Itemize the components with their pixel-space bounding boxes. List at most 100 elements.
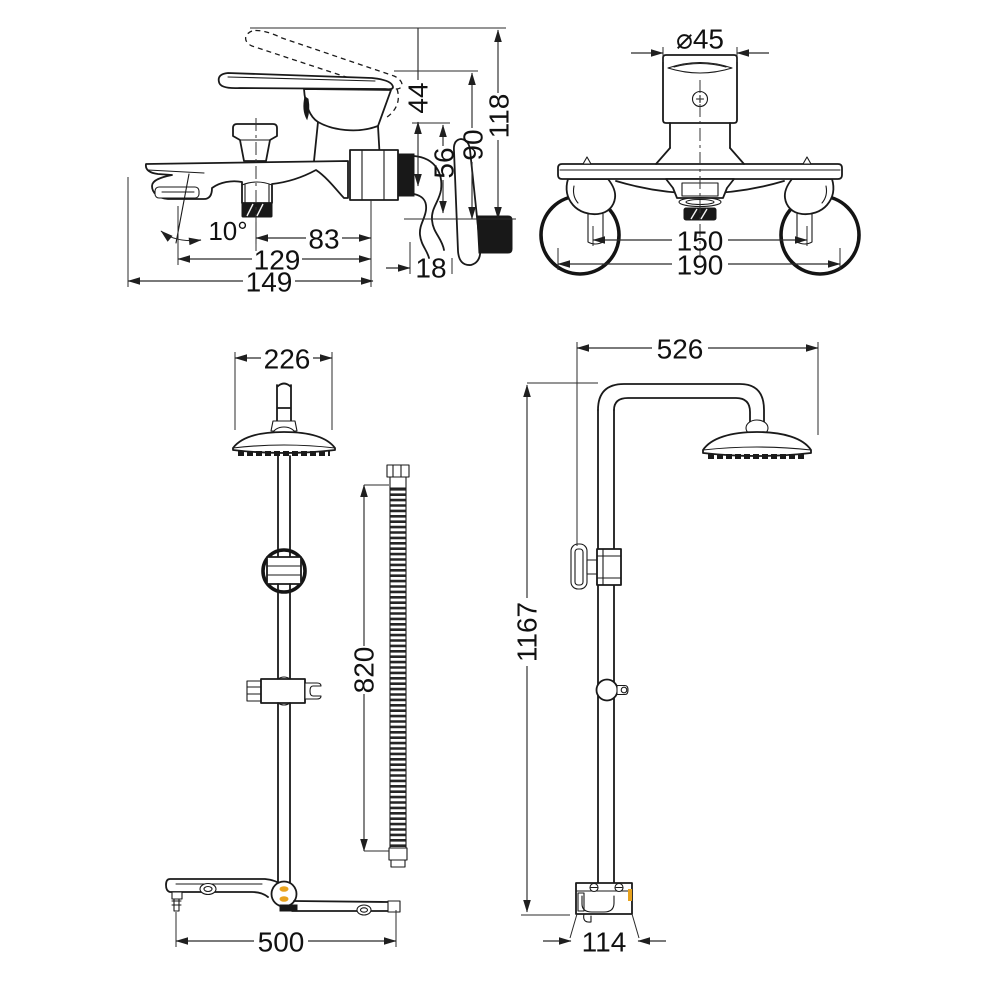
wall-pipe xyxy=(476,215,513,254)
deck-edge-line xyxy=(147,169,205,174)
bracket-gold-mark xyxy=(628,889,632,901)
dim-lever-lift-label: 44 xyxy=(403,82,434,113)
s-union-pipe xyxy=(413,193,430,259)
shower-head-front xyxy=(702,431,812,457)
dim-column-height-label: 1167 xyxy=(512,602,543,662)
s-union-pipe xyxy=(413,155,445,251)
diverter-knob-front xyxy=(595,678,619,702)
outlet-collar xyxy=(241,181,273,204)
dim-wall-offset-label: 18 xyxy=(415,253,446,284)
dim-total-height-label: 118 xyxy=(484,94,515,139)
ext-line xyxy=(569,913,640,939)
dim-spout-angle-label: 10° xyxy=(208,216,247,246)
shelf-screw xyxy=(199,882,217,896)
flange-inner xyxy=(574,548,584,586)
ext-line xyxy=(234,352,333,430)
shelf-lower-bar xyxy=(291,900,389,912)
column-inner xyxy=(613,397,751,425)
inlet-fitting xyxy=(171,891,183,900)
nut-facets xyxy=(392,464,402,478)
hose-top-ferrule xyxy=(389,476,407,489)
holder-body xyxy=(260,678,306,704)
shelf-screw-inner xyxy=(203,885,213,893)
handle-gap-shadow xyxy=(303,96,310,121)
diverter-knob xyxy=(232,123,278,162)
neck-flare xyxy=(655,147,745,165)
shelf-upper-bar xyxy=(165,878,282,898)
bracket-side-plate xyxy=(577,892,585,912)
shower-head-side xyxy=(232,431,336,454)
column-outer xyxy=(597,383,765,425)
right-union-shoe xyxy=(783,178,835,216)
dim-inlet-spacing-label: 150 xyxy=(677,226,724,257)
riser-pipe xyxy=(277,583,291,680)
joint-gold-mark xyxy=(279,886,289,892)
dim-head-width-label: 226 xyxy=(264,344,311,375)
dim-spout-to-wall-label: 129 xyxy=(254,245,301,276)
ext-line xyxy=(521,382,598,916)
holder-cradle xyxy=(581,895,615,913)
inlet-pipe xyxy=(171,898,182,912)
ring-hatch xyxy=(690,208,708,220)
wall-nut xyxy=(349,149,399,201)
hose-top-nut xyxy=(386,464,410,478)
shoe-inner-arc xyxy=(821,185,828,204)
bracket-foot-hook xyxy=(583,913,592,923)
holder-hook xyxy=(304,682,322,700)
bracket-flange xyxy=(570,543,588,590)
riser-pipe xyxy=(277,702,291,885)
head-edge-line xyxy=(232,444,336,449)
head-arm xyxy=(276,382,292,422)
bracket-clamp xyxy=(266,556,302,585)
handle-lens-inner xyxy=(673,62,727,68)
holder-plate-lines xyxy=(246,686,262,695)
screw-boss xyxy=(802,156,812,165)
dim-bracket-width-label: 114 xyxy=(582,927,627,958)
holder-plate xyxy=(246,680,262,702)
hose-bottom-tip xyxy=(390,859,406,868)
lever-handle xyxy=(217,72,394,91)
handle-lens xyxy=(667,62,733,74)
view-column-side: 226 820 500 xyxy=(165,344,410,958)
view-mixer-side: 10° 44 56 90 118 83 129 149 xyxy=(127,27,516,298)
ring-hatch xyxy=(246,203,264,217)
shelf-end-cap xyxy=(387,900,401,913)
seal-ring xyxy=(397,153,415,197)
view-column-front: 526 1167 114 xyxy=(512,334,819,958)
dim-total-depth-label: 149 xyxy=(246,267,293,298)
left-union-shoe xyxy=(565,178,617,216)
hose-bottom-nut xyxy=(388,847,408,861)
wall-flange xyxy=(452,138,482,266)
dim-outlet-to-wall-label: 83 xyxy=(308,224,339,255)
dim-handle-diameter-label: ⌀45 xyxy=(676,24,724,55)
screw-boss xyxy=(582,156,592,165)
dim-handle-height-label: 90 xyxy=(458,129,489,160)
nut-facets xyxy=(361,149,385,201)
ext-line xyxy=(364,484,389,852)
cartridge-side xyxy=(313,121,319,162)
riser-pipe xyxy=(277,455,291,557)
pipe-notch xyxy=(277,676,291,706)
dim-arm-reach-label: 526 xyxy=(657,334,704,365)
dim-wall-spacing-label: 190 xyxy=(677,250,724,281)
clamp-lines xyxy=(266,565,302,576)
ext-line xyxy=(576,342,819,546)
bracket-clamp xyxy=(596,548,622,586)
shelf-dark-strip xyxy=(279,904,298,912)
shelf-joint xyxy=(270,880,298,908)
shelf-screw xyxy=(356,904,372,916)
view-mixer-front: ⌀45 150 190 xyxy=(539,24,861,281)
lever-top-line xyxy=(227,76,376,82)
dim-body-height-label: 56 xyxy=(429,147,460,178)
neck-lines xyxy=(669,122,731,149)
spout-angle-arc xyxy=(160,230,202,246)
joint-gold-mark xyxy=(279,896,289,902)
dim-shelf-width-label: 500 xyxy=(258,927,305,958)
shoe-inner-arc xyxy=(572,185,579,204)
knob-pin-tip xyxy=(620,686,628,694)
shelf-screw-inner xyxy=(359,907,369,913)
dim-hose-length-label: 820 xyxy=(349,647,380,694)
wall-bracket-ring xyxy=(261,548,307,594)
